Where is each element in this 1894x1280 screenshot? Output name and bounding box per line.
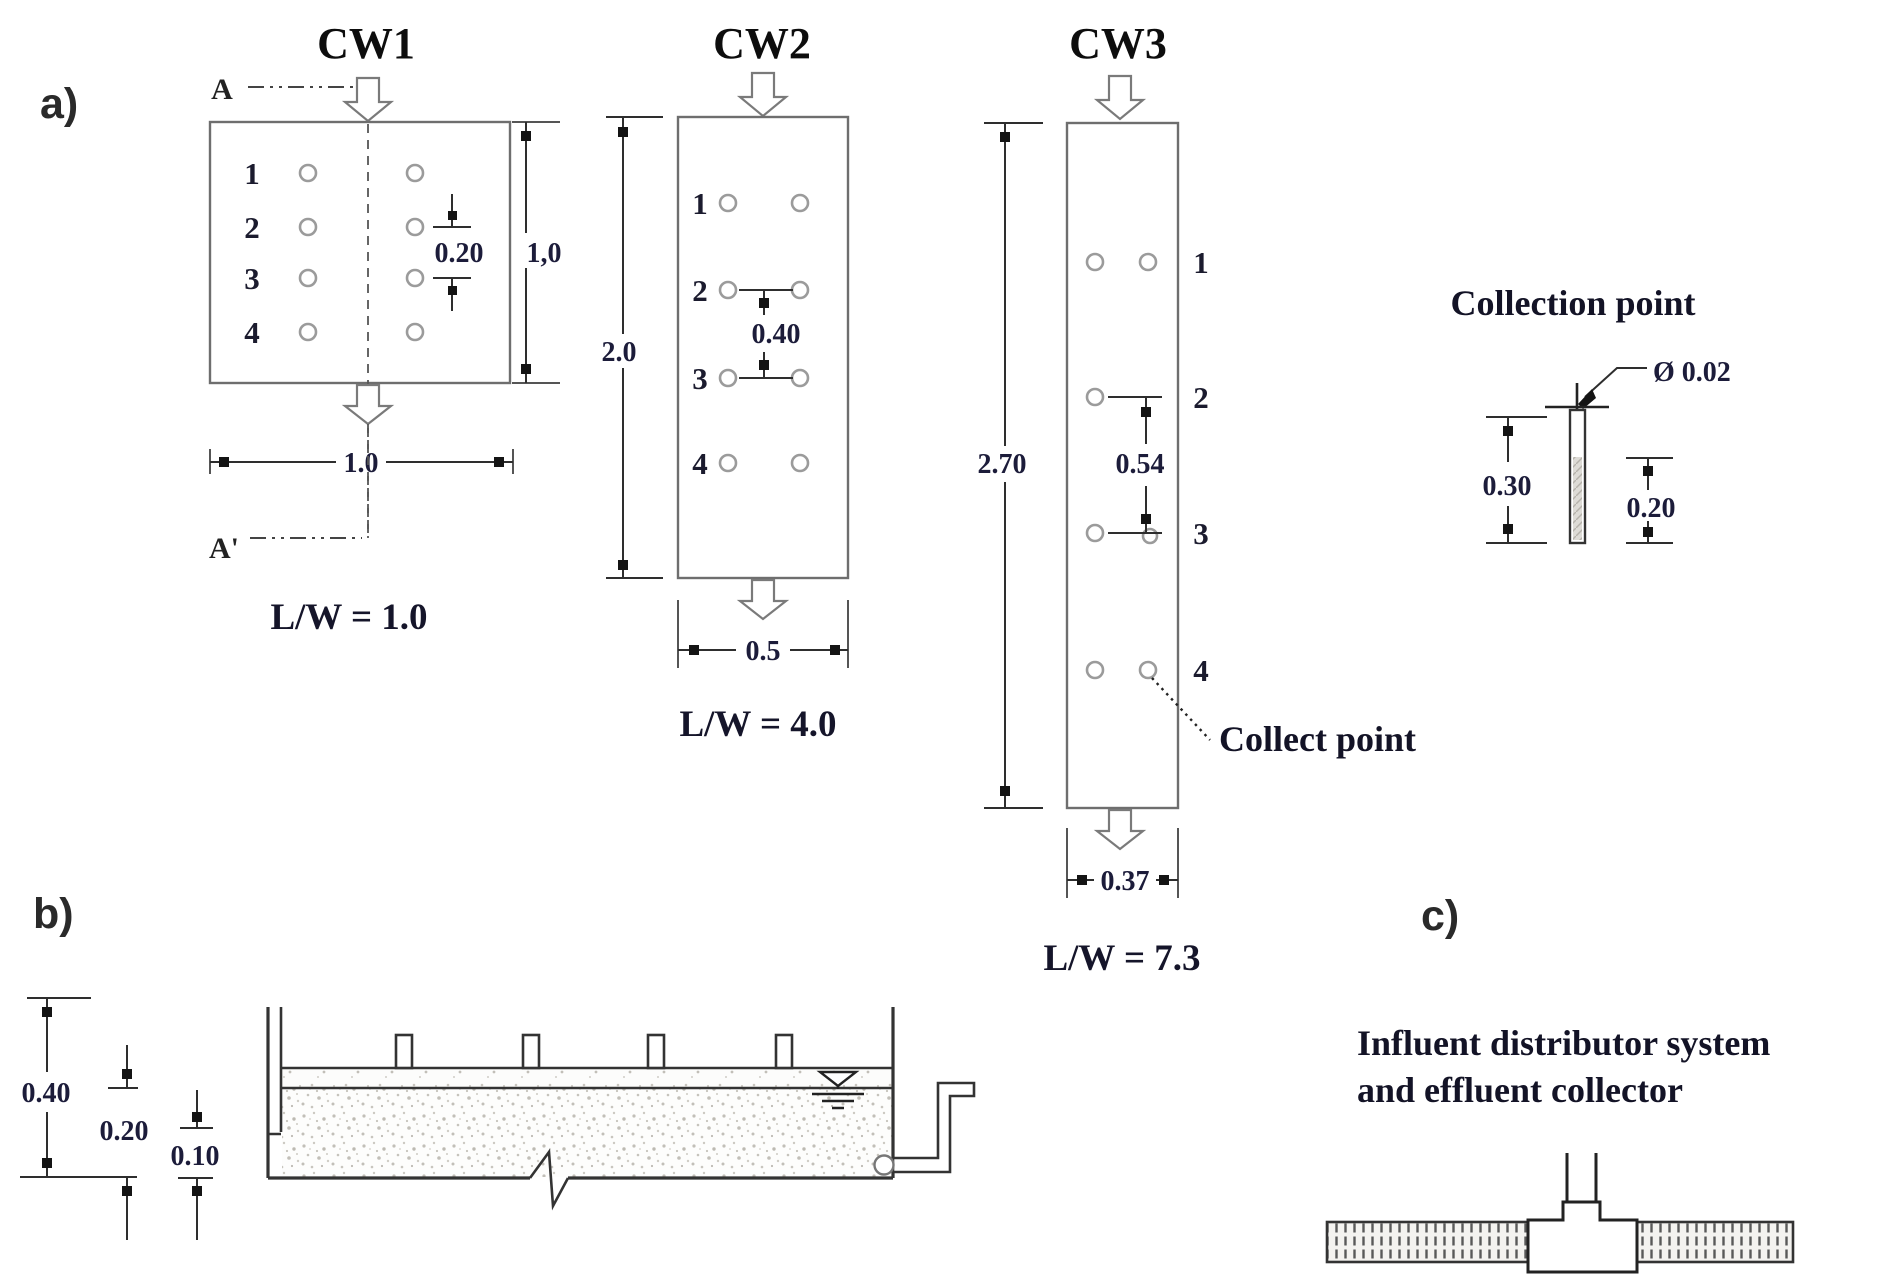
collection-right-dimension: 0.20 (1626, 457, 1676, 544)
sectionb-break-symbol (528, 1148, 570, 1211)
sectionb-top-gravel-layer (282, 1069, 892, 1088)
cw1-width-value: 1.0 (344, 448, 379, 479)
sectionc-perforated-pipe-right (1635, 1220, 1795, 1264)
cw2-width-value: 0.5 (746, 636, 781, 667)
cw2-row-4-label: 4 (692, 446, 708, 481)
cw2-basin-outline (676, 115, 850, 580)
sectionb-water-depth-dimension: 0.20 (100, 1045, 149, 1240)
cw2-ratio-label: L/W = 4.0 (679, 704, 836, 745)
cw1-length-value: 1,0 (527, 238, 562, 269)
sectionb-outlet-standpipe (891, 1081, 976, 1174)
diameter-leader (1584, 367, 1647, 398)
cw1-sampling-points (298, 163, 425, 342)
diameter-value: Ø 0.02 (1653, 357, 1731, 388)
cw2-width-dimension: 0.5 (677, 600, 849, 668)
cw1-row-1-label: 1 (244, 156, 260, 191)
cw2-row-3-label: 3 (692, 361, 708, 396)
collection-left-dimension: 0.30 (1483, 416, 1547, 544)
sectionb-total-depth-dimension: 0.40 (20, 997, 137, 1178)
cw2-inflow-arrow-icon (736, 71, 790, 118)
cw3-spacing-dimension: 0.54 (1108, 396, 1165, 534)
cw2-sampling-points (718, 193, 810, 473)
cw2-spacing-dimension: 0.40 (739, 289, 801, 379)
cw1-spacing-dimension: 0.20 (433, 194, 484, 311)
sectionb-drain-outlet (873, 1154, 895, 1176)
cw3-outflow-arrow-icon (1093, 808, 1147, 851)
cw3-plan-view: CW3 1 2 3 4 0.54 2.70 Collect point (978, 19, 1416, 979)
sectionc-tee-fitting (1526, 1200, 1639, 1274)
cw1-ratio-label: L/W = 1.0 (270, 597, 427, 638)
cw3-width-dimension: 0.37 (1066, 828, 1179, 898)
cw2-title: CW2 (713, 19, 811, 68)
water-level-symbol-icon (812, 1070, 864, 1110)
cw3-collect-point-leader (1151, 677, 1211, 741)
cw1-basin-outline (208, 120, 512, 385)
cw1-inflow-arrow-icon (341, 76, 395, 123)
cw3-length-dimension: 2.70 (978, 122, 1043, 809)
cw3-row-2-label: 2 (1193, 380, 1209, 415)
cw3-row-4-label: 4 (1193, 653, 1209, 688)
collection-right-value: 0.20 (1627, 493, 1676, 524)
cw3-width-value: 0.37 (1101, 866, 1150, 897)
cw1-length-dimension: 1,0 (512, 121, 562, 384)
cw3-collect-point-label: Collect point (1219, 719, 1416, 759)
section-b-cross-section: 0.40 0.20 0.10 (20, 997, 976, 1240)
sectionb-water-depth-value: 0.20 (100, 1116, 149, 1147)
cw3-sampling-points (1085, 252, 1159, 680)
sectionb-total-depth-value: 0.40 (22, 1078, 71, 1109)
sectionb-sampling-ports (394, 1033, 794, 1070)
sectionb-bottom-gap-dimension: 0.10 (171, 1090, 220, 1240)
cw3-inflow-arrow-icon (1093, 74, 1147, 121)
cw1-outflow-arrow-icon (341, 383, 395, 426)
cw1-width-dimension: 1.0 (209, 448, 514, 479)
cw1-row-4-label: 4 (244, 315, 260, 350)
sectionc-perforated-pipe-left (1325, 1220, 1530, 1264)
cw3-row-3-label: 3 (1193, 516, 1209, 551)
panel-a-label: a) (40, 80, 78, 128)
cw3-spacing-value: 0.54 (1116, 449, 1165, 480)
collection-point-title: Collection point (1450, 283, 1695, 323)
collection-tube-buried-part (1573, 457, 1582, 540)
cw3-ratio-label: L/W = 7.3 (1043, 938, 1200, 979)
cw1-section-aprime-label: A' (209, 532, 239, 565)
panel-c-label: c) (1421, 892, 1459, 940)
cw1-row-2-label: 2 (244, 210, 260, 245)
cw3-title: CW3 (1069, 19, 1167, 68)
cw2-outflow-arrow-icon (736, 578, 790, 621)
sectionb-left-inner-wall (268, 1007, 283, 1136)
cw1-title: CW1 (317, 19, 415, 68)
panel-b-label: b) (33, 890, 74, 938)
sectionc-caption-line2: and effluent collector (1357, 1070, 1683, 1110)
cw1-row-3-label: 3 (244, 261, 260, 296)
diameter-leader-arrowhead-icon (1578, 389, 1596, 409)
cw1-section-a-label: A (211, 73, 233, 106)
sectionc-caption-line1: Influent distributor system (1357, 1023, 1770, 1063)
cw2-length-value: 2.0 (602, 337, 637, 368)
sectionb-bottom-gap-value: 0.10 (171, 1141, 220, 1172)
cw3-basin-outline (1065, 121, 1180, 810)
collection-left-value: 0.30 (1483, 471, 1532, 502)
cw2-spacing-value: 0.40 (752, 319, 801, 350)
collection-point-detail: Collection point Ø 0.02 0.30 0.20 (1450, 283, 1731, 545)
cw2-length-dimension: 2.0 (602, 116, 663, 579)
cw1-spacing-value: 0.20 (435, 238, 484, 269)
sectionb-media-bed (282, 1089, 892, 1177)
cw2-row-2-label: 2 (692, 273, 708, 308)
cw2-row-1-label: 1 (692, 186, 708, 221)
cw3-row-1-label: 1 (1193, 245, 1209, 280)
sectionc-riser-pipe (1565, 1153, 1598, 1202)
section-c-distributor-detail: Influent distributor system and effluent… (1325, 1023, 1795, 1274)
cw3-length-value: 2.70 (978, 449, 1027, 480)
cw2-plan-view: CW2 1 2 3 4 0.40 2.0 (602, 19, 850, 745)
cw1-plan-view: CW1 A 1 2 3 4 0.20 1,0 (208, 19, 562, 638)
